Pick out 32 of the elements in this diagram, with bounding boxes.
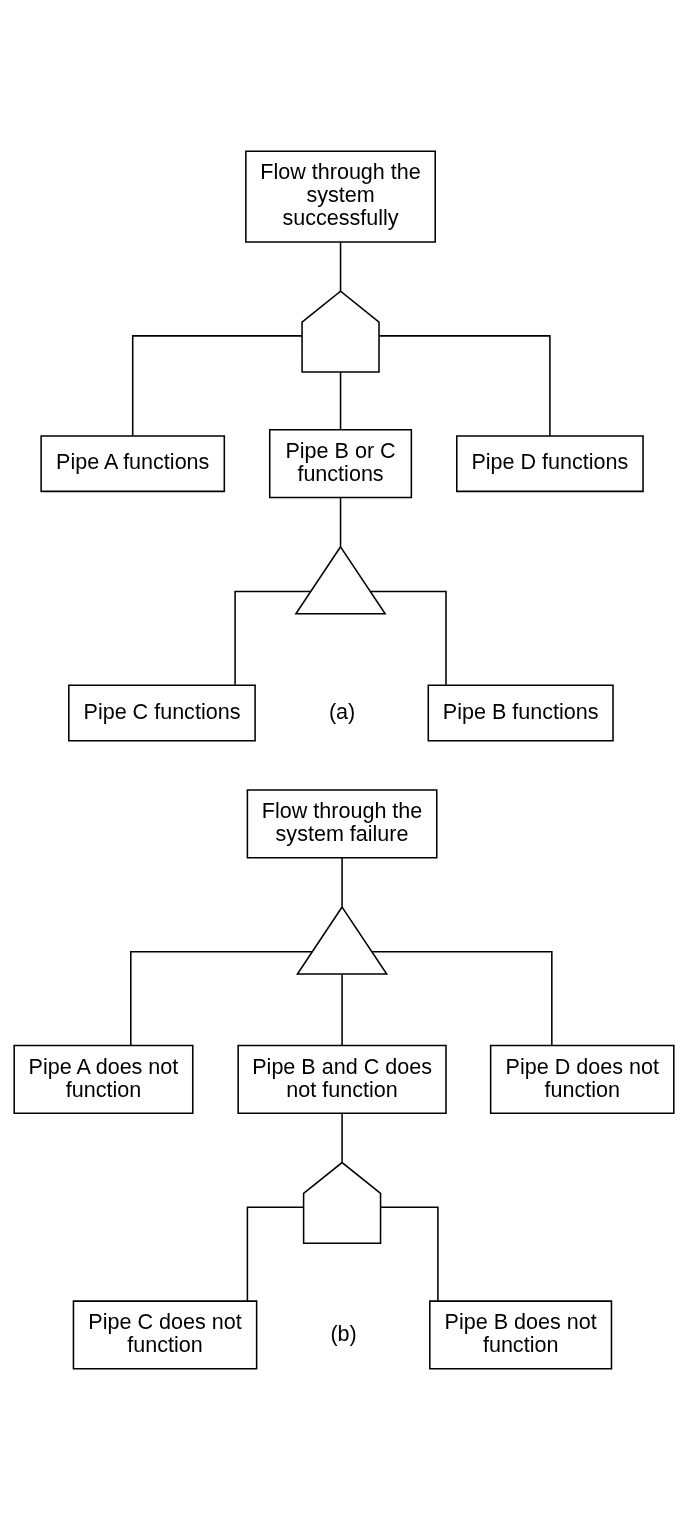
node-box: Pipe A does not function bbox=[13, 1044, 194, 1114]
node-and-gate bbox=[302, 1161, 382, 1244]
node-box: Flow through the system successfully bbox=[245, 149, 436, 243]
node-and-gate bbox=[301, 289, 380, 373]
label: (a) bbox=[328, 698, 356, 724]
connector bbox=[341, 973, 343, 1046]
label: (b) bbox=[330, 1320, 357, 1346]
connector bbox=[339, 370, 342, 430]
connector bbox=[130, 950, 314, 1046]
connector bbox=[339, 240, 342, 292]
node-box: Pipe B and C does not function bbox=[237, 1044, 447, 1114]
node-box: Pipe B functions bbox=[427, 684, 614, 742]
connector bbox=[341, 1112, 343, 1163]
node-box: Pipe D does not function bbox=[489, 1044, 675, 1114]
connector bbox=[369, 590, 447, 686]
node-box: Pipe D functions bbox=[456, 434, 644, 492]
node-box: Pipe B does not function bbox=[429, 1299, 613, 1370]
node-or-gate bbox=[296, 905, 389, 975]
node-box: Pipe C functions bbox=[68, 684, 256, 742]
connector bbox=[341, 856, 343, 907]
node-box: Pipe B or C functions bbox=[268, 428, 413, 498]
connector bbox=[246, 1205, 305, 1301]
connector bbox=[234, 590, 312, 686]
node-box: Flow through the system failure bbox=[246, 788, 438, 858]
node-box: Pipe A functions bbox=[40, 434, 226, 492]
node-or-gate bbox=[294, 544, 387, 614]
connector bbox=[131, 334, 303, 437]
connector bbox=[339, 496, 342, 547]
connector bbox=[371, 950, 553, 1046]
node-box: Pipe C does not function bbox=[72, 1299, 258, 1370]
connector bbox=[380, 1205, 439, 1301]
connector bbox=[378, 334, 551, 437]
